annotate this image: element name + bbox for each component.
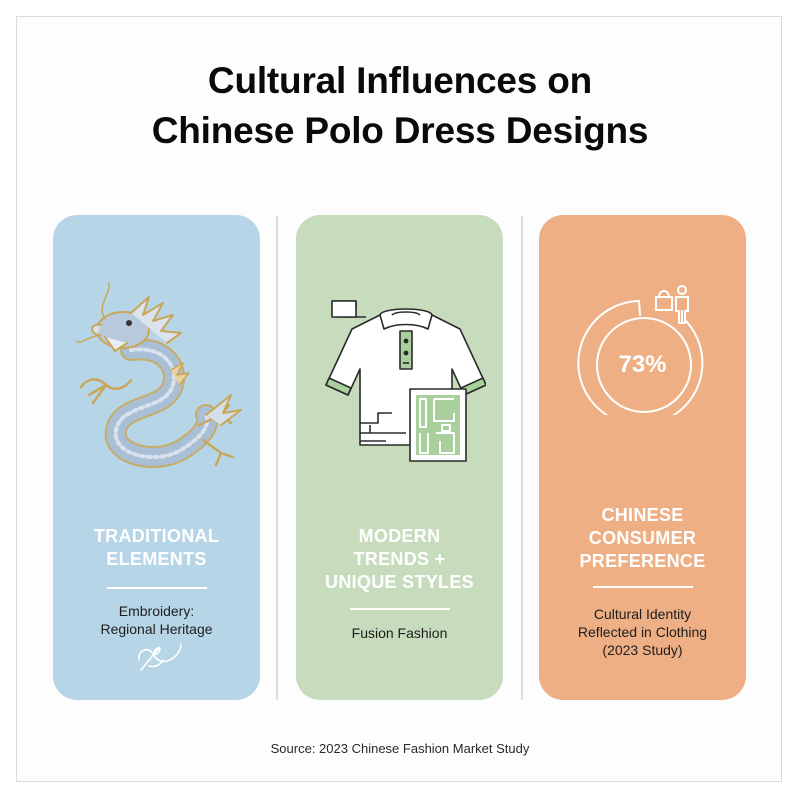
card-traditional-elements: TRADITIONAL ELEMENTS Embroidery: Regiona…	[53, 215, 260, 700]
card-subtitle: Fusion Fashion	[296, 624, 503, 642]
heading-line: MODERN	[358, 526, 441, 546]
card-heading: CHINESE CONSUMER PREFERENCE	[539, 504, 746, 573]
source-citation: Source: 2023 Chinese Fashion Market Stud…	[270, 741, 530, 756]
column-divider-1	[276, 216, 278, 700]
heading-line: ELEMENTS	[106, 549, 207, 569]
heading-line: UNIQUE STYLES	[325, 572, 474, 592]
title-line-2: Chinese Polo Dress Designs	[151, 110, 649, 151]
subtitle-line: Cultural Identity	[593, 606, 692, 622]
needle-thread-icon	[138, 643, 182, 671]
card-heading: MODERN TRENDS + UNIQUE STYLES	[296, 525, 503, 594]
donut-shopper-icon	[577, 285, 704, 415]
heading-line: PREFERENCE	[579, 551, 706, 571]
heading-line: TRADITIONAL	[93, 526, 220, 546]
title-line-1: Cultural Influences on	[207, 60, 593, 101]
dragon-embroidery-icon	[76, 282, 242, 468]
card-rule	[106, 587, 207, 589]
card-consumer-preference: 73% CHINESE CONSUMER PREFERENCE Cultural…	[539, 215, 746, 700]
card-heading: TRADITIONAL ELEMENTS	[53, 525, 260, 571]
subtitle-line: Regional Heritage	[100, 621, 213, 637]
page-title: Cultural Influences on Chinese Polo Dres…	[0, 56, 800, 156]
column-divider-2	[521, 216, 523, 700]
card-subtitle: Cultural Identity Reflected in Clothing …	[539, 605, 746, 659]
card-rule	[592, 586, 693, 588]
card-subtitle: Embroidery: Regional Heritage	[53, 602, 260, 638]
stat-value: 73%	[618, 351, 667, 378]
heading-line: CHINESE	[601, 505, 684, 525]
polo-shirt-pattern-icon	[325, 300, 486, 462]
subtitle-line: Reflected in Clothing	[577, 624, 708, 640]
subtitle-line: (2023 Study)	[602, 642, 683, 658]
subtitle-line: Fusion Fashion	[351, 625, 448, 641]
card-rule	[349, 608, 450, 610]
heading-line: TRENDS +	[353, 549, 446, 569]
subtitle-line: Embroidery:	[118, 603, 195, 619]
card-modern-trends: MODERN TRENDS + UNIQUE STYLES Fusion Fas…	[296, 215, 503, 700]
heading-line: CONSUMER	[588, 528, 697, 548]
